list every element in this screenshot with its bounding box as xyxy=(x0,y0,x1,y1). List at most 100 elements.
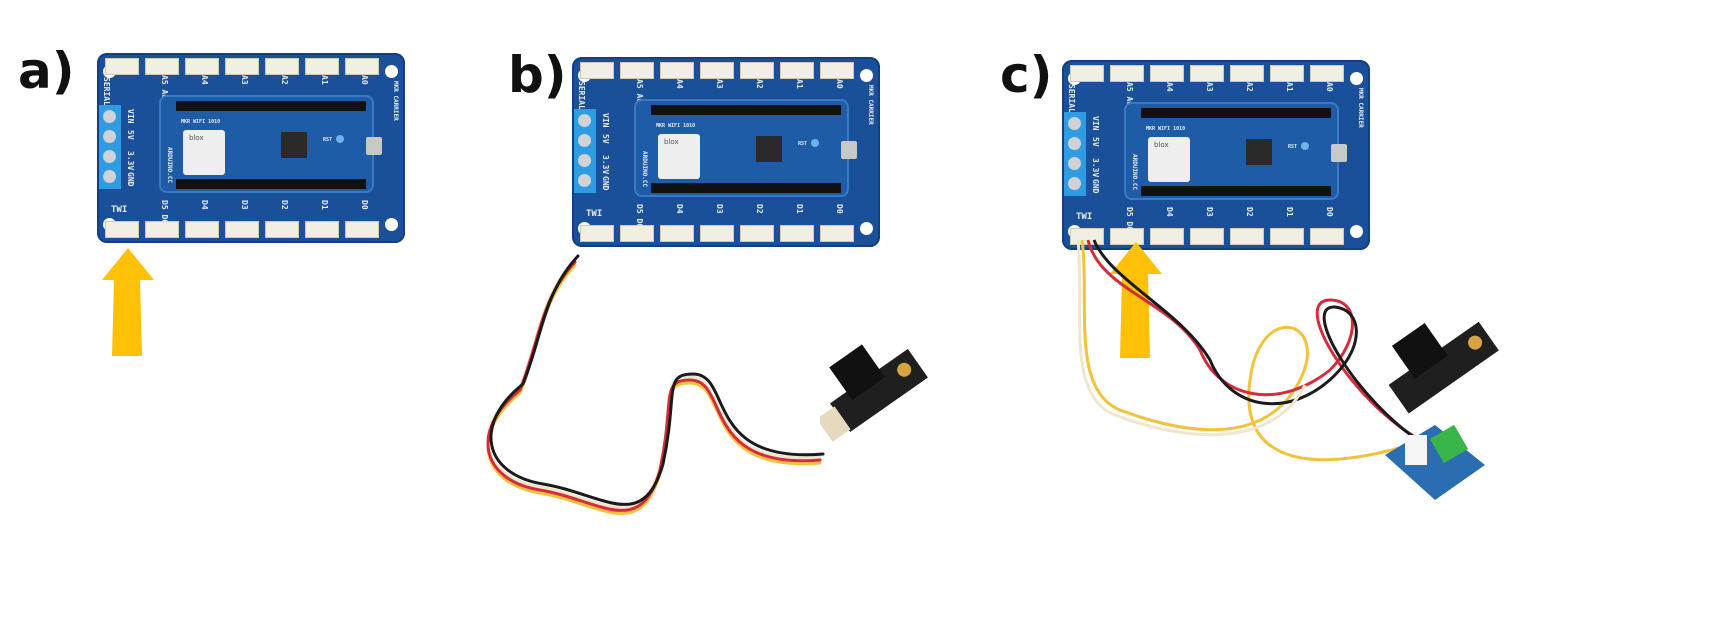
screw-icon xyxy=(1068,177,1081,190)
grove-connector[interactable] xyxy=(700,225,734,242)
cable-c xyxy=(1076,239,1426,462)
screw-icon xyxy=(1068,117,1081,130)
screw-icon xyxy=(103,170,116,183)
screw-icon xyxy=(578,134,591,147)
usb-port[interactable] xyxy=(841,141,857,159)
grove-connector[interactable] xyxy=(580,62,614,79)
grove-connector[interactable] xyxy=(1230,65,1264,82)
silk-label: TWI xyxy=(1076,212,1093,222)
screw-icon xyxy=(1068,157,1081,170)
grove-connector[interactable] xyxy=(1190,65,1224,82)
grove-connector[interactable] xyxy=(1110,228,1144,245)
screw-icon xyxy=(103,110,116,123)
reset-button[interactable] xyxy=(1301,142,1309,150)
mkr-name-label: MKR WIFI 1010 xyxy=(656,123,696,129)
grove-connector[interactable] xyxy=(305,58,339,75)
module-brand: blox xyxy=(189,134,204,142)
pin-header xyxy=(1141,108,1331,118)
screw-icon xyxy=(578,114,591,127)
microcontroller-chip xyxy=(281,132,307,158)
grove-connector[interactable] xyxy=(1150,65,1184,82)
grove-connector[interactable] xyxy=(1310,228,1344,245)
screw-icon xyxy=(103,150,116,163)
grove-connector[interactable] xyxy=(225,221,259,238)
grove-connector[interactable] xyxy=(1150,228,1184,245)
screw-icon xyxy=(103,130,116,143)
grove-connector[interactable] xyxy=(580,225,614,242)
screw-terminal[interactable] xyxy=(1064,112,1086,196)
reset-label: RST xyxy=(798,141,808,147)
grove-connector[interactable] xyxy=(1230,228,1264,245)
reset-button[interactable] xyxy=(811,139,819,147)
grove-connector[interactable] xyxy=(305,221,339,238)
grove-connector[interactable] xyxy=(620,62,654,79)
grove-connector[interactable] xyxy=(740,62,774,79)
mounting-hole xyxy=(860,222,873,235)
microcontroller-chip xyxy=(756,136,782,162)
grove-connector[interactable] xyxy=(700,62,734,79)
panel-label-b: b) xyxy=(508,46,567,104)
mkr-name-label: MKR WIFI 1010 xyxy=(1146,126,1186,132)
panel-label-c: c) xyxy=(1000,46,1053,104)
current-sensor-b xyxy=(820,344,928,442)
microcontroller-chip xyxy=(1246,139,1272,165)
module-brand: blox xyxy=(664,138,679,146)
grove-connector[interactable] xyxy=(620,225,654,242)
grove-connector[interactable] xyxy=(1270,65,1304,82)
wifi-module: blox xyxy=(183,130,225,175)
grove-connector[interactable] xyxy=(225,58,259,75)
grove-connector[interactable] xyxy=(345,221,379,238)
arrow-up-icon-a xyxy=(102,248,154,356)
grove-connector[interactable] xyxy=(820,225,854,242)
grove-connector[interactable] xyxy=(265,58,299,75)
mounting-hole xyxy=(1350,72,1363,85)
grove-connector[interactable] xyxy=(145,221,179,238)
pin-header xyxy=(1141,186,1331,196)
pin-header xyxy=(651,105,841,115)
mounting-hole xyxy=(860,69,873,82)
grove-connector[interactable] xyxy=(105,221,139,238)
cable-b xyxy=(486,254,825,515)
grove-connector[interactable] xyxy=(1110,65,1144,82)
grove-connector[interactable] xyxy=(660,62,694,79)
screw-terminal[interactable] xyxy=(574,109,596,193)
silk-label: TWI xyxy=(586,209,603,219)
screw-terminal[interactable] xyxy=(99,105,121,189)
reset-label: RST xyxy=(323,137,333,143)
reset-button[interactable] xyxy=(336,135,344,143)
mounting-hole xyxy=(385,218,398,231)
grove-connector[interactable] xyxy=(820,62,854,79)
grove-connector[interactable] xyxy=(345,58,379,75)
reset-label: RST xyxy=(1288,144,1298,150)
grove-connector[interactable] xyxy=(1190,228,1224,245)
grove-connector[interactable] xyxy=(780,62,814,79)
grove-connector[interactable] xyxy=(740,225,774,242)
usb-port[interactable] xyxy=(1331,144,1347,162)
grove-connector[interactable] xyxy=(1270,228,1304,245)
mounting-hole xyxy=(1350,225,1363,238)
grove-connector[interactable] xyxy=(145,58,179,75)
grove-connector[interactable] xyxy=(185,58,219,75)
pin-header xyxy=(176,101,366,111)
grove-connector[interactable] xyxy=(1070,65,1104,82)
pin-header xyxy=(176,179,366,189)
silk-label: TWI xyxy=(111,205,128,215)
current-sensor-c xyxy=(1385,321,1499,500)
grove-connector[interactable] xyxy=(660,225,694,242)
panel-label-a: a) xyxy=(18,42,75,100)
grove-connector[interactable] xyxy=(185,221,219,238)
usb-port[interactable] xyxy=(366,137,382,155)
grove-connector[interactable] xyxy=(780,225,814,242)
grove-connector[interactable] xyxy=(1310,65,1344,82)
mkr-name-label: MKR WIFI 1010 xyxy=(181,119,221,125)
screw-icon xyxy=(578,154,591,167)
grove-connector[interactable] xyxy=(265,221,299,238)
wifi-module: blox xyxy=(658,134,700,179)
grove-connector[interactable] xyxy=(105,58,139,75)
